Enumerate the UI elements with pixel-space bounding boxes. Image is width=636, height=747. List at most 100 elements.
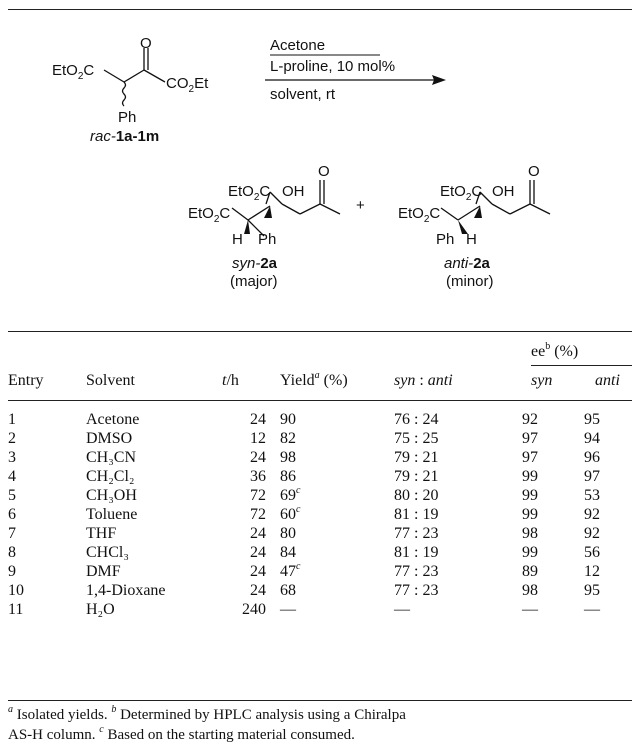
cell-yield-value: 68	[280, 582, 296, 599]
anti-label: anti-2a	[444, 255, 491, 272]
substrate-structure	[103, 48, 166, 107]
anti-eto2c-left: EtO2C	[398, 205, 440, 225]
cell-ee-anti: 95	[584, 581, 632, 600]
syn-wedge	[264, 206, 272, 218]
syn-note: (major)	[230, 273, 278, 290]
cell-solvent: Toluene	[86, 505, 214, 524]
cell-entry: 11	[8, 600, 86, 619]
cell-ee-anti: 56	[584, 543, 632, 562]
cell-entry-value: 10	[8, 582, 24, 599]
cell-ratio-value: 75 : 25	[394, 430, 439, 447]
cell-solvent-value: CH₃CN	[86, 449, 137, 466]
header-row: Entry Solvent t/h Yielda (%) syn : anti …	[8, 370, 632, 394]
anti-ph: Ph	[436, 231, 454, 248]
syn-hash-bond	[244, 220, 250, 234]
cell-entry-value: 11	[8, 601, 24, 618]
cell-entry: 6	[8, 505, 86, 524]
cell-solvent: THF	[86, 524, 214, 543]
cell-entry: 5	[8, 486, 86, 505]
cell-ratio: 76 : 24	[394, 410, 522, 429]
anti-wedge	[474, 206, 482, 218]
substrate-o-label: O	[140, 35, 152, 52]
substrate-eto2c-label: EtO2C	[52, 62, 94, 82]
cell-solvent-value: Acetone	[86, 411, 140, 428]
cell-ee-syn: 89	[522, 562, 584, 581]
cell-time: 24	[214, 562, 280, 581]
cell-ee-anti-value: 53	[584, 487, 600, 504]
anti-hash-bond	[458, 220, 468, 234]
cell-ee-anti-value: 97	[584, 468, 600, 485]
cell-ee-syn-value: 99	[522, 506, 538, 523]
cell-ratio-value: 80 : 20	[394, 487, 439, 504]
yield-footnote-mark: c	[296, 560, 301, 572]
cell-time-value: 24	[250, 449, 266, 466]
cell-solvent-value: CH₃OH	[86, 487, 137, 504]
cell-ratio: 81 : 19	[394, 543, 522, 562]
cell-solvent: CH₃CN	[86, 448, 214, 467]
yield-footnote-mark: c	[296, 484, 301, 496]
cell-yield-value: 86	[280, 468, 296, 485]
cell-time: 24	[214, 410, 280, 429]
cell-ee-syn: 99	[522, 486, 584, 505]
anti-product-structure	[440, 180, 551, 221]
cell-ee-anti-value: —	[584, 601, 600, 618]
anti-eto2c-top: EtO2C	[440, 183, 482, 203]
cell-ee-anti: 92	[584, 505, 632, 524]
cell-time: 24	[214, 524, 280, 543]
cell-time: 12	[214, 429, 280, 448]
cell-time: 24	[214, 543, 280, 562]
cell-ratio: 80 : 20	[394, 486, 522, 505]
cell-time-value: 240	[242, 601, 266, 618]
cell-solvent: CH₃OH	[86, 486, 214, 505]
cell-entry: 2	[8, 429, 86, 448]
cell-ratio: —	[394, 600, 522, 619]
syn-oh: OH	[282, 183, 305, 200]
cell-ratio: 75 : 25	[394, 429, 522, 448]
cell-entry-value: 3	[8, 449, 16, 466]
cell-yield-value: 47	[280, 563, 296, 580]
header-rule	[8, 400, 632, 401]
cell-ratio-value: 81 : 19	[394, 544, 439, 561]
cell-entry: 9	[8, 562, 86, 581]
syn-o: O	[318, 163, 330, 180]
ee-header: eeb (%)	[531, 340, 579, 360]
cell-solvent: Acetone	[86, 410, 214, 429]
cell-ee-anti-value: 92	[584, 525, 600, 542]
cell-entry: 8	[8, 543, 86, 562]
cell-ee-syn: 97	[522, 448, 584, 467]
cell-ratio: 77 : 23	[394, 524, 522, 543]
cell-ee-anti: 96	[584, 448, 632, 467]
cell-ee-anti: 95	[584, 410, 632, 429]
cell-solvent-value: 1,4-Dioxane	[86, 582, 166, 599]
cell-time: 24	[214, 581, 280, 600]
cell-yield: 80	[280, 524, 394, 543]
syn-ph: Ph	[258, 231, 276, 248]
syn-product-structure	[231, 180, 341, 237]
cell-yield-value: 69	[280, 487, 296, 504]
cell-yield-value: 80	[280, 525, 296, 542]
cell-ee-anti-value: 96	[584, 449, 600, 466]
reagent-line-2: L-proline, 10 mol%	[270, 58, 395, 75]
cell-ee-anti-value: 92	[584, 506, 600, 523]
cell-entry: 4	[8, 467, 86, 486]
cell-ratio-value: 77 : 23	[394, 525, 439, 542]
cell-yield: 69c	[280, 484, 394, 505]
cell-ee-syn-value: 99	[522, 487, 538, 504]
cell-ee-anti-value: 95	[584, 582, 600, 599]
cell-ee-syn: 99	[522, 467, 584, 486]
cell-ee-anti-value: 12	[584, 563, 600, 580]
cell-yield-value: 98	[280, 449, 296, 466]
reagent-line-3: solvent, rt	[270, 86, 336, 103]
cell-time: 72	[214, 505, 280, 524]
syn-label: syn-2a	[232, 255, 278, 272]
cell-entry-value: 9	[8, 563, 16, 580]
cell-yield: —	[280, 600, 394, 619]
cell-ratio: 79 : 21	[394, 448, 522, 467]
cell-ratio-value: —	[394, 601, 410, 618]
header-ee-anti: anti	[595, 372, 620, 389]
